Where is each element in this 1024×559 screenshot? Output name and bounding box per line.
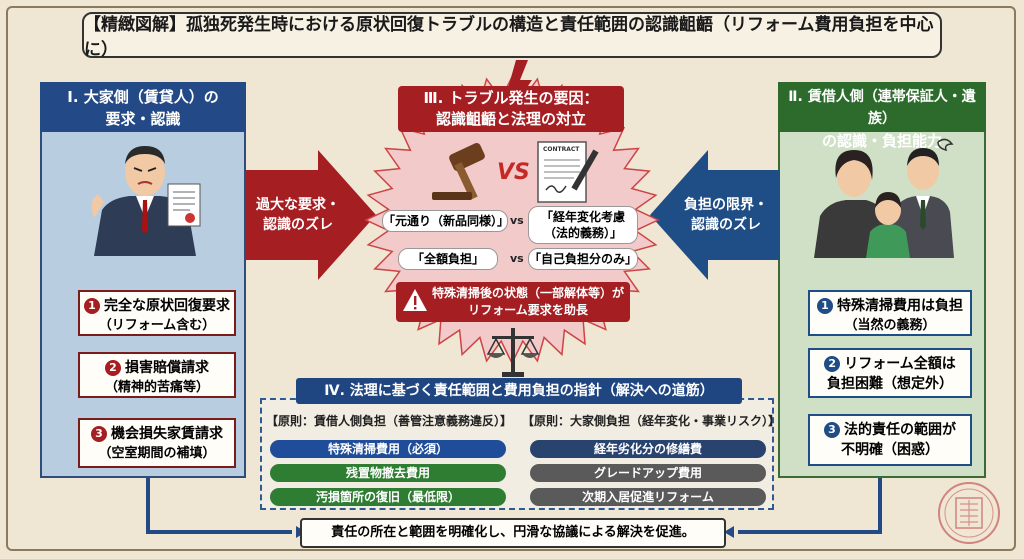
center-heading-line1: Ⅲ. トラブル発生の要因： — [423, 89, 599, 107]
claim-pill-tenant-1: 「経年変化考慮 （法的義務）」 — [528, 206, 638, 244]
section4-heading: Ⅳ. 法理に基づく責任範囲と費用負担の指針（解決への道筋） — [296, 378, 742, 404]
num-badge: 1 — [84, 298, 100, 314]
tenant-panel — [778, 82, 986, 478]
lightning-icon — [508, 60, 532, 110]
left-arrow-line2: 認識のズレ — [263, 217, 333, 233]
landlord-cost-bar-2: グレードアップ費用 — [530, 464, 766, 482]
contract-icon — [537, 141, 599, 203]
vs-big-label: VS — [497, 160, 530, 185]
right-arrow-line1: 負担の限界・ — [684, 197, 768, 213]
tenant-item-2-note: 負担困難（想定外） — [827, 376, 953, 392]
landlord-item-2-note: （精神的苦痛等） — [104, 380, 209, 395]
landlord-item-1-note: （リフォーム含む） — [98, 318, 216, 333]
right-conflict-arrow — [650, 150, 780, 280]
warning-box: 特殊清掃後の状態（一部解体等）が リフォーム要求を助長 — [396, 282, 630, 322]
landlord-cost-bar-1: 経年劣化分の修繕費 — [530, 440, 766, 458]
outer-frame — [6, 6, 1016, 551]
claim-pill-landlord-1: 「元通り（新品同様）」 — [382, 210, 509, 232]
warning-line1: 特殊清掃後の状態（一部解体等）が — [431, 286, 624, 300]
page-title: 【精緻図解】孤独死発生時における原状回復トラブルの構造と責任範囲の認識齟齬（リフ… — [82, 12, 942, 60]
family-figure — [814, 138, 954, 258]
tenant-heading-line1: Ⅱ. 賃借人側（連帯保証人・遺族） — [788, 89, 976, 127]
tenant-heading-line2: の認識・負担能力 — [821, 132, 942, 150]
right-arrow-line2: 認識のズレ — [691, 217, 761, 233]
landlord-heading-line1: Ⅰ. 大家側（賃貸人）の — [67, 88, 219, 106]
section4-right-heading: 【原則：大家側負担（経年変化・事業リスク）】 — [522, 414, 781, 428]
tenant-cost-bar-3: 汚損箇所の復旧（最低限） — [270, 488, 506, 506]
claim-pill-tenant-2: 「自己負担分のみ」 — [528, 248, 638, 270]
left-conflict-arrow — [246, 150, 376, 280]
tenant-cost-bar-1: 特殊清掃費用（必須） — [270, 440, 506, 458]
center-heading-line2: 認識齟齬と法理の対立 — [435, 110, 586, 128]
landlord-item-3-note: （空室期間の補填） — [98, 446, 216, 461]
landlord-item-2-title: 損害賠償請求 — [125, 360, 209, 376]
vs-label-1: vs — [510, 214, 524, 227]
tenant-claim-1-line2: （法的義務）」 — [543, 226, 622, 240]
num-badge: 3 — [91, 426, 107, 442]
num-badge: 1 — [817, 298, 833, 314]
num-badge: 2 — [824, 356, 841, 372]
landlord-panel-heading: Ⅰ. 大家側（賃貸人）の 要求・認識 — [40, 82, 246, 132]
right-arrow-caption: 負担の限界・ 認識のズレ — [672, 195, 780, 235]
left-arrow-caption: 過大な要求・ 認識のズレ — [248, 195, 348, 235]
tenant-item-3-note: 不明確（困惑） — [841, 442, 939, 458]
conclusion-box: 責任の所在と範囲を明確化し、円滑な協議による解決を促進。 — [300, 518, 726, 548]
landlord-item-1-title: 完全な原状回復要求 — [104, 298, 230, 314]
tenant-claim-1-line1: 「経年変化考慮 — [540, 210, 625, 224]
tenant-item-1-note: （当然の義務） — [844, 318, 936, 333]
center-heading: Ⅲ. トラブル発生の要因： 認識齟齬と法理の対立 — [398, 86, 624, 132]
claim-pill-landlord-2: 「全額負担」 — [398, 248, 498, 270]
landlord-panel — [40, 82, 246, 478]
landlord-figure — [91, 146, 201, 256]
warning-line2: リフォーム要求を助長 — [468, 303, 588, 317]
scales-icon — [486, 328, 540, 377]
gavel-icon — [432, 142, 485, 200]
landlord-item-3-title: 機会損失家賃請求 — [111, 426, 223, 442]
landlord-heading-line2: 要求・認識 — [105, 110, 181, 128]
vs-label-2: vs — [510, 252, 524, 265]
tenant-cost-bar-2: 残置物撤去費用 — [270, 464, 506, 482]
tenant-item-2-title: リフォーム全額は — [844, 356, 956, 372]
tenant-item-1-title: 特殊清掃費用は負担 — [837, 298, 963, 314]
tenant-item-3-title: 法的責任の範囲が — [844, 422, 956, 438]
landlord-cost-bar-3: 次期入居促進リフォーム — [530, 488, 766, 506]
num-badge: 2 — [105, 360, 121, 376]
section4-left-heading: 【原則：賃借人側負担（善管注意義務違反）】 — [266, 414, 513, 428]
num-badge: 3 — [824, 422, 840, 438]
seal-stamp — [938, 482, 1000, 544]
contract-label: CONTRACT — [543, 146, 580, 153]
warning-icon — [403, 289, 427, 311]
left-arrow-line1: 過大な要求・ — [256, 197, 340, 213]
tenant-panel-heading: Ⅱ. 賃借人側（連帯保証人・遺族） の認識・負担能力 — [778, 82, 986, 150]
